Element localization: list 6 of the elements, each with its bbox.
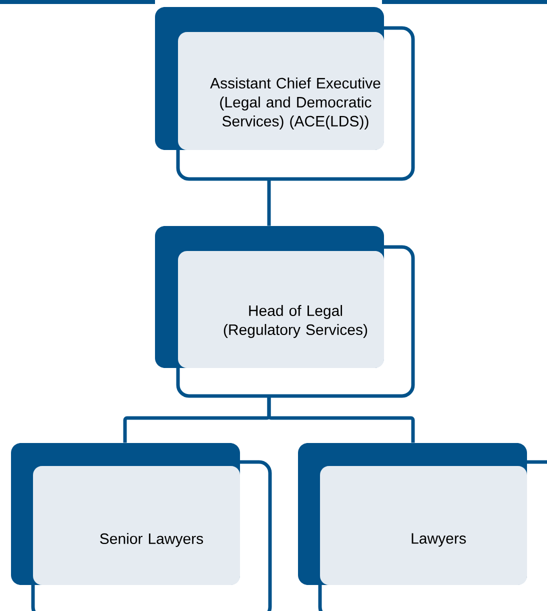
org-box: Head of Legal (Regulatory Services) [155, 226, 415, 398]
org-box: Senior Lawyers [11, 443, 272, 611]
connector-line [267, 396, 415, 443]
connector-line [267, 179, 271, 226]
org-box: Lawyers [298, 443, 547, 611]
org-box: Assistant Chief Executive (Legal and Democratic Services) (ACE(LDS)) [155, 7, 415, 181]
